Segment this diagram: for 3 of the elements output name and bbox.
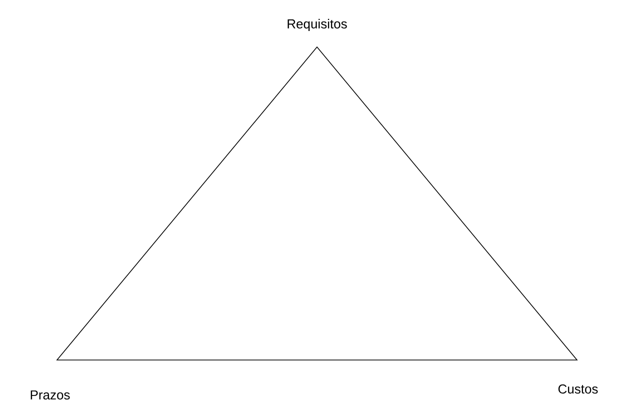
vertex-label: Requisitos: [288, 18, 347, 32]
vertex-label: Prazos: [30, 390, 70, 400]
vertex-label: Custos: [558, 384, 598, 394]
